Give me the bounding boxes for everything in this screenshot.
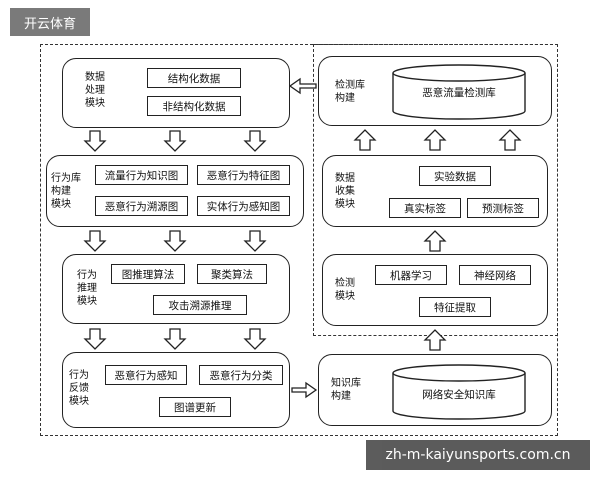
down-arrow-icon: [84, 130, 106, 152]
behavior-reasoning-module: 行为 推理 模块 图推理算法 聚类算法 攻击溯源推理: [62, 254, 290, 324]
attack-trace-reasoning-box: 攻击溯源推理: [153, 295, 247, 315]
predicted-label-box: 预测标签: [467, 198, 539, 218]
malicious-feature-graph-box: 恶意行为特征图: [197, 165, 290, 185]
unstructured-data-box: 非结构化数据: [147, 96, 241, 116]
feature-extraction-box: 特征提取: [419, 297, 491, 317]
neural-network-box: 神经网络: [459, 265, 531, 285]
down-arrow-icon: [244, 328, 266, 350]
machine-learning-box: 机器学习: [375, 265, 447, 285]
up-arrow-icon: [424, 129, 446, 151]
behavior-feedback-module: 行为 反馈 模块 恶意行为感知 恶意行为分类 图谱更新: [62, 352, 290, 428]
data-collection-module: 数据 收集 模块 实验数据 真实标签 预测标签: [322, 155, 548, 227]
knowledge-database-icon: [392, 364, 526, 420]
module-label: 行为 反馈 模块: [69, 370, 89, 407]
brand-logo: 开云体育: [10, 8, 90, 36]
module-label: 数据 收集 模块: [335, 173, 355, 210]
down-arrow-icon: [84, 230, 106, 252]
detection-library-module: 检测库 构建 恶意流量检测库: [318, 56, 552, 126]
structured-data-box: 结构化数据: [147, 68, 241, 88]
graph-update-box: 图谱更新: [159, 397, 231, 417]
module-label: 检测 模块: [335, 278, 355, 302]
module-label: 知识库 构建: [331, 378, 361, 402]
detection-module: 检测 模块 机器学习 神经网络 特征提取: [322, 254, 548, 326]
detection-database-icon: [392, 64, 526, 120]
entity-perception-graph-box: 实体行为感知图: [197, 196, 290, 216]
down-arrow-icon: [164, 130, 186, 152]
up-arrow-icon: [424, 230, 446, 252]
graph-reasoning-box: 图推理算法: [111, 264, 185, 284]
knowledge-database-label: 网络安全知识库: [422, 389, 496, 401]
down-arrow-icon: [164, 328, 186, 350]
module-label: 数据 处理 模块: [85, 72, 105, 109]
right-arrow-icon: [291, 381, 318, 399]
left-arrow-icon: [288, 77, 317, 95]
data-processing-module: 数据 处理 模块 结构化数据 非结构化数据: [62, 58, 290, 128]
detection-database-label: 恶意流量检测库: [422, 87, 496, 99]
experiment-data-box: 实验数据: [419, 166, 491, 186]
module-label: 检测库 构建: [335, 80, 365, 104]
down-arrow-icon: [84, 328, 106, 350]
true-label-box: 真实标签: [389, 198, 461, 218]
down-arrow-icon: [244, 130, 266, 152]
module-label: 行为 推理 模块: [77, 270, 97, 307]
malicious-trace-graph-box: 恶意行为溯源图: [95, 196, 188, 216]
up-arrow-icon: [499, 129, 521, 151]
knowledge-library-module: 知识库 构建 网络安全知识库: [318, 354, 552, 426]
malicious-perception-box: 恶意行为感知: [105, 365, 187, 385]
traffic-behavior-graph-box: 流量行为知识图: [95, 165, 188, 185]
clustering-box: 聚类算法: [197, 264, 267, 284]
down-arrow-icon: [244, 230, 266, 252]
watermark: zh-m-kaiyunsports.com.cn: [366, 440, 590, 470]
module-label: 行为库 构建 模块: [51, 173, 81, 210]
up-arrow-icon: [354, 129, 376, 151]
down-arrow-icon: [164, 230, 186, 252]
malicious-classification-box: 恶意行为分类: [199, 365, 283, 385]
up-arrow-icon: [424, 329, 446, 351]
behavior-library-module: 行为库 构建 模块 流量行为知识图 恶意行为特征图 恶意行为溯源图 实体行为感知…: [46, 155, 304, 227]
